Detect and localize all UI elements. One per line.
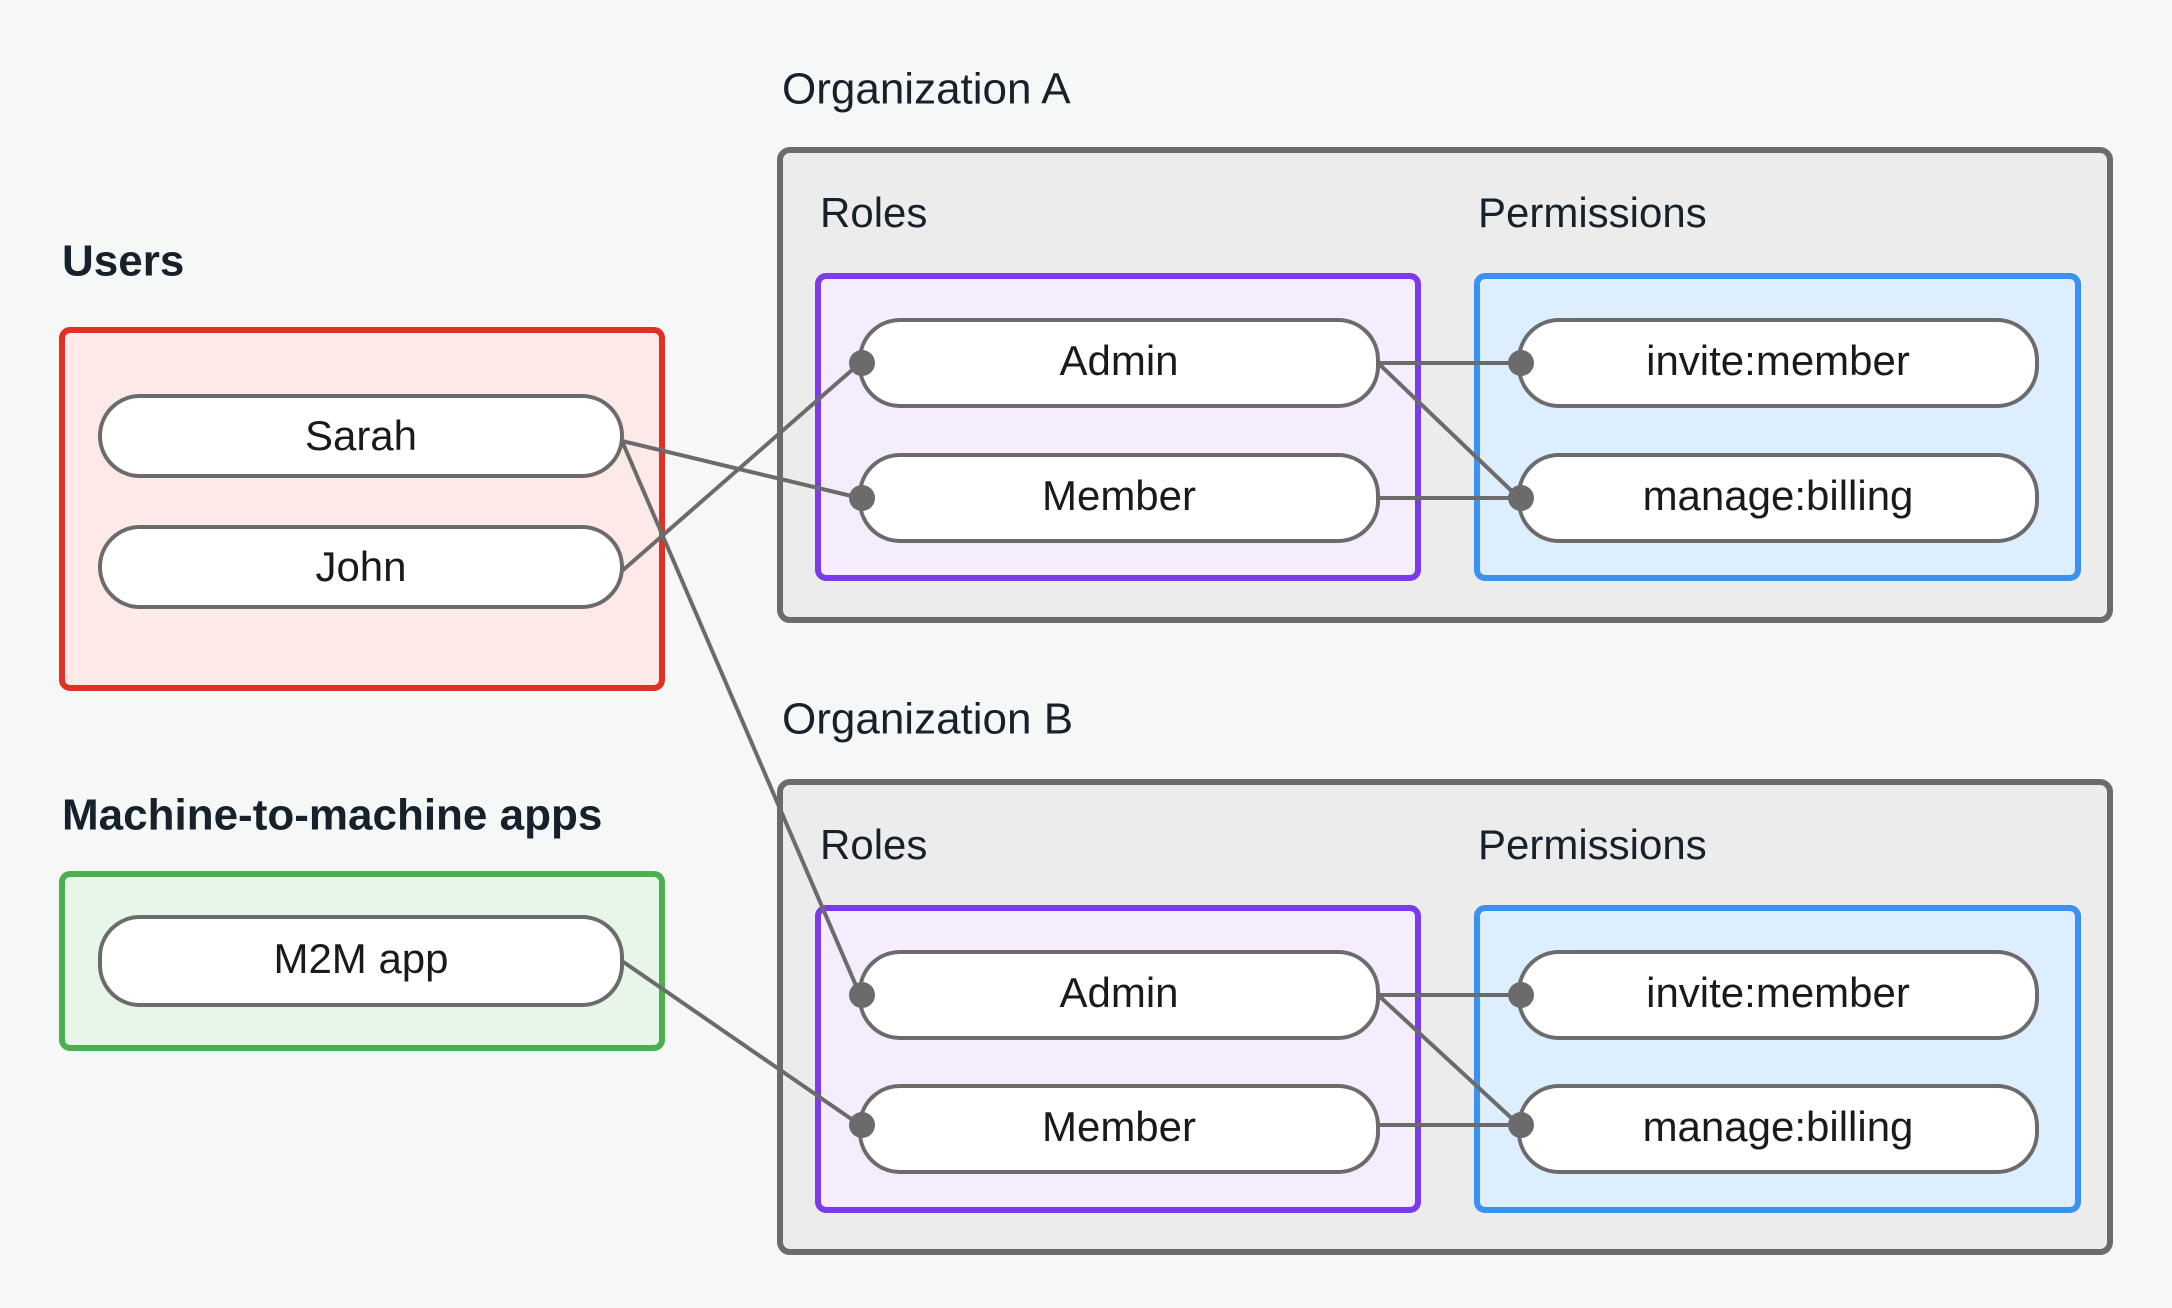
organization-a-roles-title: Roles: [820, 189, 927, 236]
org-a-role-member-label: Member: [1042, 472, 1196, 519]
users-group-title: Users: [62, 237, 184, 286]
endpoint-dot-org-b-admin: [849, 982, 875, 1008]
organization-a-title: Organization A: [782, 65, 1071, 114]
user-sarah-label: Sarah: [305, 412, 417, 459]
edge-sarah-to-org-b-admin: [620, 440, 862, 996]
org-a-role-admin-label: Admin: [1059, 337, 1178, 384]
edge-m2m-to-org-b-member: [620, 959, 862, 1127]
endpoint-dot-org-b-invite-member: [1508, 982, 1534, 1008]
org-b-permission-invite-member-label: invite:member: [1646, 969, 1910, 1016]
org-b-role-admin-label: Admin: [1059, 969, 1178, 1016]
org-b-role-member-label: Member: [1042, 1103, 1196, 1150]
endpoint-dot-org-a-manage-billing: [1508, 485, 1534, 511]
organization-b-permissions-title: Permissions: [1478, 821, 1707, 868]
org-b-permission-manage-billing[interactable]: manage:billing: [1517, 1084, 2039, 1174]
org-a-permission-invite-member-label: invite:member: [1646, 337, 1910, 384]
connection-edges: [620, 361, 1521, 1127]
organization-b-title: Organization B: [782, 695, 1073, 744]
m2m-app-label: M2M app: [273, 935, 448, 982]
endpoint-dot-org-a-invite-member: [1508, 350, 1534, 376]
edge-john-to-org-a-admin: [620, 361, 862, 573]
organization-b-roles-title: Roles: [820, 821, 927, 868]
user-sarah-pill[interactable]: [98, 394, 624, 478]
org-b-permission-manage-billing-label: manage:billing: [1643, 1103, 1914, 1150]
organization-a-permissions-title: Permissions: [1478, 189, 1707, 236]
org-a-role-member[interactable]: Member: [858, 453, 1380, 543]
endpoint-dot-org-b-member: [849, 1112, 875, 1138]
edge-org-a-admin-to-manage-billing: [1376, 361, 1521, 500]
org-b-role-admin[interactable]: Admin: [858, 950, 1380, 1040]
m2m-node-app[interactable]: M2M app: [98, 915, 624, 1007]
org-b-permission-invite-member[interactable]: invite:member: [1517, 950, 2039, 1040]
org-a-permission-invite-member[interactable]: invite:member: [1517, 318, 2039, 408]
m2m-app-pill[interactable]: [98, 915, 624, 1007]
user-node-john[interactable]: John: [98, 525, 624, 609]
user-john-pill[interactable]: [98, 525, 624, 609]
org-a-permission-manage-billing-label: manage:billing: [1643, 472, 1914, 519]
endpoint-dot-org-a-member: [849, 485, 875, 511]
endpoint-dot-org-b-manage-billing: [1508, 1112, 1534, 1138]
connection-endpoint-dots: [849, 350, 1534, 1138]
users-box: [59, 327, 665, 691]
org-a-permission-manage-billing[interactable]: manage:billing: [1517, 453, 2039, 543]
user-node-sarah[interactable]: Sarah: [98, 394, 624, 478]
user-john-label: John: [315, 543, 406, 590]
org-b-role-member[interactable]: Member: [858, 1084, 1380, 1174]
m2m-group-title: Machine-to-machine apps: [62, 791, 602, 840]
org-a-role-admin[interactable]: Admin: [858, 318, 1380, 408]
edge-org-b-admin-to-manage-billing: [1376, 993, 1521, 1127]
endpoint-dot-org-a-admin: [849, 350, 875, 376]
